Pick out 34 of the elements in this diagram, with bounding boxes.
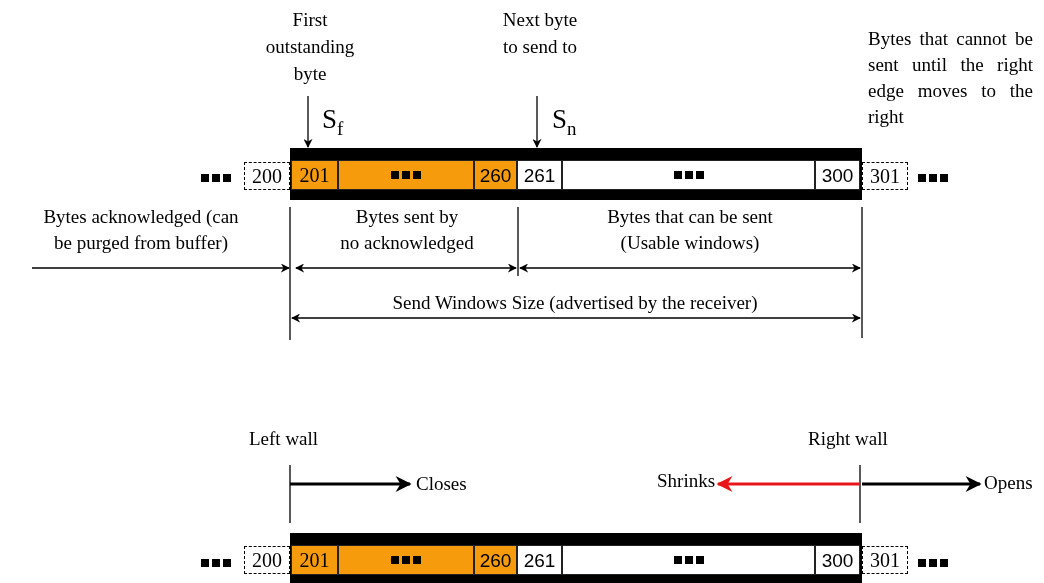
byte-cell: 261: [517, 545, 562, 575]
byte-range-cell: [562, 545, 815, 575]
annotation-text: S$_{n}$: [552, 104, 577, 134]
annotation-text: Right wall: [808, 427, 888, 451]
window-frame: [290, 148, 862, 200]
arrow: [303, 95, 313, 148]
window-frame: [290, 533, 862, 583]
byte-cell: 301: [862, 546, 908, 574]
annotation-text: Bytes that cannot be sent until the right edge moves to the right: [868, 27, 1033, 129]
annotation-text: Bytes sent by no acknowledged: [339, 205, 475, 255]
byte-cell: 201: [291, 545, 338, 575]
annotation-text: Send Windows Size (advertised by the receiver): [391, 291, 759, 315]
annotation-text: Bytes acknowledged (can be purged from buffer): [42, 205, 240, 255]
annotation-text: Bytes that can be sent (Usable windows): [606, 205, 774, 255]
byte-cell: 300: [815, 545, 860, 575]
byte-cell: 260: [474, 545, 517, 575]
byte-range-cell: [338, 160, 474, 190]
byte-cell: 200: [244, 162, 290, 190]
byte-cell: 260: [474, 160, 517, 190]
pointer-label: First outstanding byte: [255, 6, 365, 94]
annotation-text: Opens: [984, 471, 1033, 495]
byte-cell: 301: [862, 162, 908, 190]
byte-cell: 201: [291, 160, 338, 190]
byte-range-cell: [338, 545, 474, 575]
annotation-text: S$_{f}$: [322, 104, 344, 134]
annotation-text: Shrinks: [657, 469, 716, 493]
annotation-text: Closes: [416, 472, 467, 496]
annotation-text: Left wall: [249, 427, 319, 451]
byte-cell: 300: [815, 160, 860, 190]
byte-cell: 261: [517, 160, 562, 190]
byte-cell: 200: [244, 546, 290, 574]
byte-range-cell: [562, 160, 815, 190]
arrow: [532, 95, 542, 148]
pointer-label: Next byte to send to: [497, 6, 583, 94]
